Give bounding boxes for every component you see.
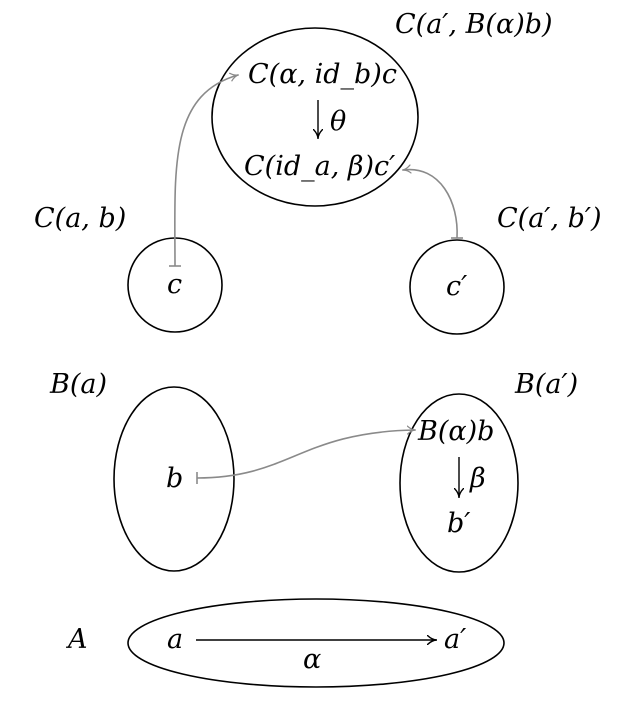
alpha-arrow: α [196, 640, 436, 675]
c-ab-label: C(a, b) [34, 203, 126, 234]
b-row: B(a) b B(a′) B(α)b β b′ [49, 369, 578, 573]
theta-arrow: θ [318, 100, 346, 138]
a-prime-item: a′ [444, 624, 466, 655]
a-item: a [167, 624, 183, 655]
c-item: c [167, 269, 182, 300]
b-a-label: B(a) [49, 369, 107, 400]
b-a-ellipse [113, 386, 235, 572]
b-item: b [166, 463, 183, 494]
b-prime-item: b′ [447, 508, 470, 539]
theta-label: θ [330, 106, 346, 137]
top-fiber-ellipse [211, 27, 419, 207]
a-label: A [65, 624, 88, 655]
c-prime-item: c′ [446, 271, 467, 302]
c-a2b2-circle [409, 239, 505, 335]
b-right-upper: B(α)b [417, 416, 494, 447]
a-ellipse [127, 598, 505, 688]
c-a2b2-label: C(a′, b′) [497, 203, 602, 234]
middle-row: C(a, b) c C(a′, b′) c′ [34, 203, 602, 335]
alpha-label: α [303, 644, 321, 675]
top-fiber: C(a′, B(α)b) C(α, id_b)c θ C(id_a, β)c′ [211, 9, 553, 207]
top-item-upper: C(α, id_b)c [248, 59, 397, 90]
b-a2-label: B(a′) [514, 369, 578, 400]
maps-to-c-prime [403, 170, 463, 239]
top-fiber-label: C(a′, B(α)b) [395, 9, 553, 40]
maps-to-c [169, 75, 238, 267]
maps-to-b [196, 430, 415, 484]
beta-arrow: β [459, 457, 486, 497]
beta-label: β [469, 463, 486, 494]
b-a2-ellipse [399, 393, 519, 573]
top-item-lower: C(id_a, β)c′ [244, 151, 395, 182]
a-row: A a α a′ [65, 598, 505, 688]
